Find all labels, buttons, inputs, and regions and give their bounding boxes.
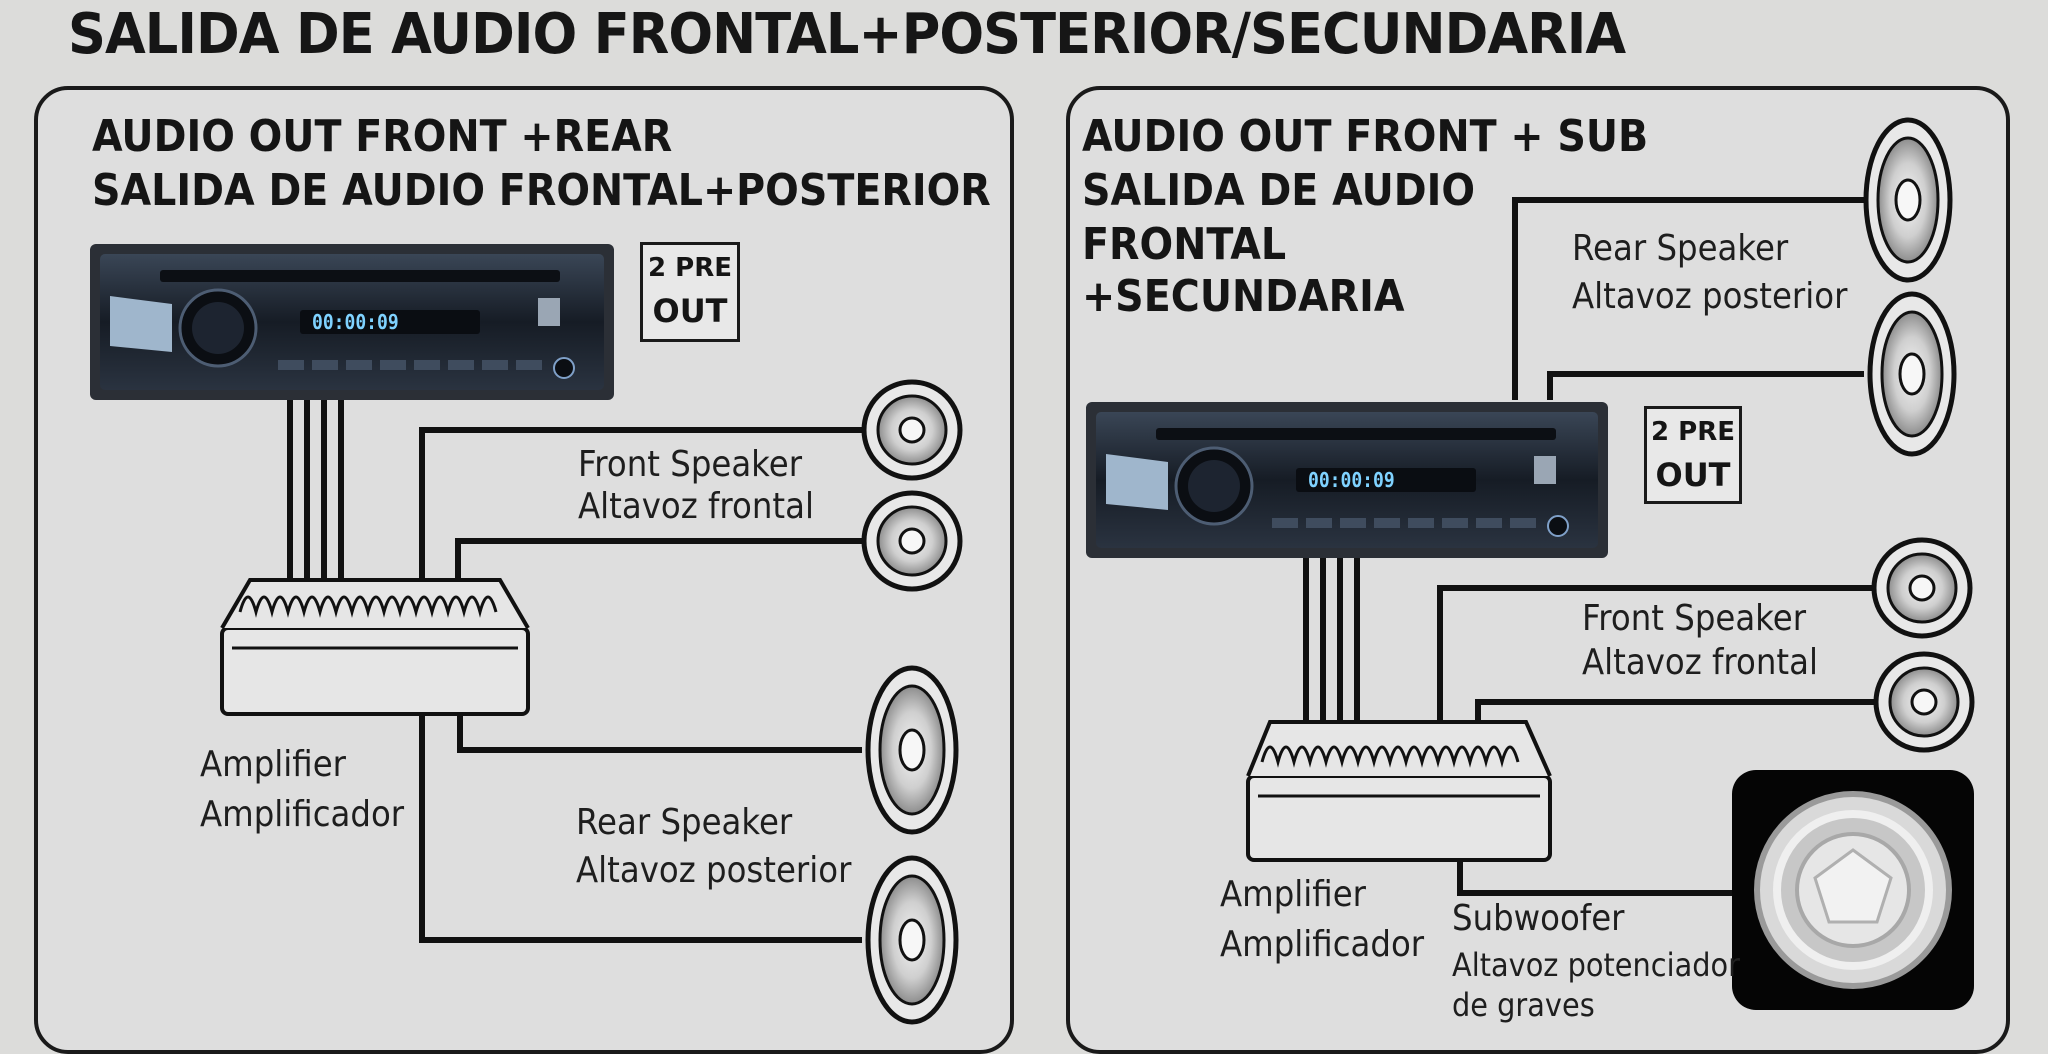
subwoofer-icon	[1732, 770, 1974, 1010]
right-front-speaker-1	[1871, 537, 1973, 639]
right-amplifier-label-en: Amplifier	[1220, 874, 1366, 915]
right-front-speaker-label-en: Front Speaker	[1582, 598, 1807, 639]
left-rear-speaker-label-en: Rear Speaker	[576, 802, 793, 843]
right-rear-speaker-2	[1867, 291, 1957, 457]
left-pre-out-badge: 2 PRE OUT	[640, 242, 740, 342]
left-heading-line2: SALIDA DE AUDIO FRONTAL+POSTERIOR	[92, 165, 991, 216]
left-amplifier-label-es: Amplificador	[200, 794, 405, 835]
left-rear-speaker-2	[865, 855, 959, 1025]
right-head-unit	[1086, 402, 1608, 558]
right-front-speaker-2	[1873, 651, 1975, 753]
left-head-unit	[90, 244, 614, 400]
right-heading-line1: AUDIO OUT FRONT + SUB	[1082, 111, 1649, 162]
right-heading-line4: +SECUNDARIA	[1082, 271, 1405, 322]
left-wires	[287, 400, 862, 943]
left-heading-line1: AUDIO OUT FRONT +REAR	[92, 111, 673, 162]
right-badge-line1: 2 PRE	[1651, 417, 1735, 447]
left-amplifier	[220, 578, 530, 716]
left-front-speaker-label-es: Altavoz frontal	[578, 486, 814, 527]
left-rear-speaker-1	[865, 665, 959, 835]
subwoofer-label-en: Subwoofer	[1452, 898, 1625, 939]
subwoofer-label-es-line1: Altavoz potenciador	[1452, 946, 1740, 984]
right-badge-line2: OUT	[1655, 456, 1731, 494]
left-badge-line2: OUT	[652, 292, 728, 330]
left-badge-line1: 2 PRE	[648, 253, 732, 283]
page-title: SALIDA DE AUDIO FRONTAL+POSTERIOR/SECUND…	[68, 2, 1626, 67]
left-front-speaker-2	[861, 490, 963, 592]
left-radio-display: 00:00:09	[312, 310, 399, 334]
right-rear-speaker-label-en: Rear Speaker	[1572, 228, 1789, 269]
right-amplifier-label-es: Amplificador	[1220, 924, 1425, 965]
right-rear-speaker-label-es: Altavoz posterior	[1572, 276, 1848, 317]
subwoofer-label-es-line2: de graves	[1452, 986, 1595, 1024]
right-front-speaker-label-es: Altavoz frontal	[1582, 642, 1818, 683]
right-amplifier	[1246, 720, 1552, 862]
right-rear-speaker-1	[1863, 117, 1953, 283]
left-front-speaker-1	[861, 379, 963, 481]
left-front-speaker-label-en: Front Speaker	[578, 444, 803, 485]
right-radio-display: 00:00:09	[1308, 468, 1395, 492]
right-heading-line3: FRONTAL	[1082, 219, 1287, 270]
left-amplifier-label-en: Amplifier	[200, 744, 346, 785]
right-heading-line2: SALIDA DE AUDIO	[1082, 165, 1476, 216]
left-rear-speaker-label-es: Altavoz posterior	[576, 850, 852, 891]
right-pre-out-badge: 2 PRE OUT	[1644, 406, 1742, 504]
